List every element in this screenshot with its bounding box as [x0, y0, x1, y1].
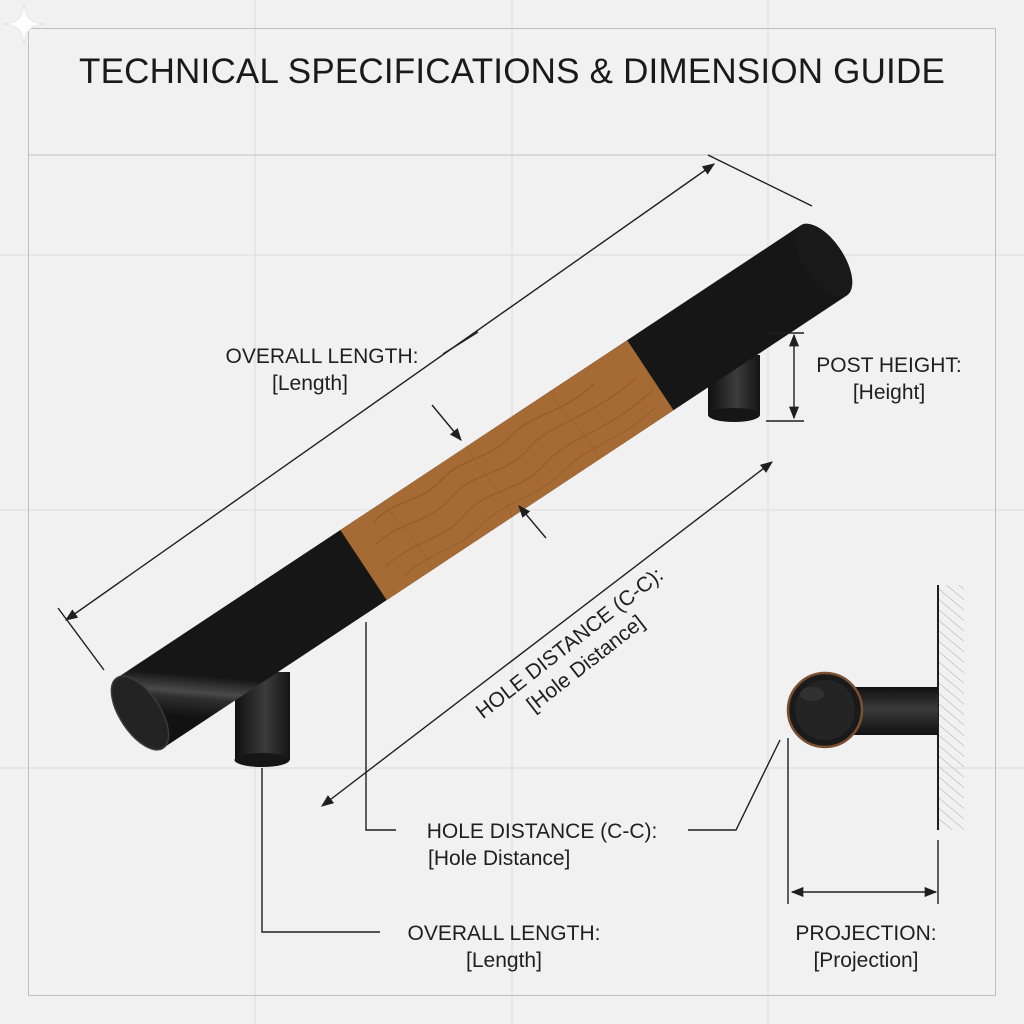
projection-value: [Projection] [813, 949, 919, 972]
page-title: TECHNICAL SPECIFICATIONS & DIMENSION GUI… [78, 52, 945, 91]
post-height-label: POST HEIGHT: [Height] [800, 352, 978, 406]
post-height-value: [Height] [852, 381, 926, 404]
overall-length-value: [Length] [272, 372, 348, 395]
overall-length-label-top: OVERALL LENGTH: [Length] [200, 343, 444, 397]
projection-name: PROJECTION: [795, 922, 937, 945]
dimension-lines [57, 154, 939, 933]
overall-length-bottom-value: [Length] [466, 949, 542, 972]
hole-distance-bottom-name: HOLE DISTANCE (C-C): [426, 820, 658, 843]
mounting-post-left [234, 672, 290, 767]
sparkle-icon [3, 3, 45, 45]
overall-length-extension-right [707, 154, 813, 207]
overall-length-name: OVERALL LENGTH: [225, 345, 419, 368]
hole-distance-label-bottom: HOLE DISTANCE (C-C): [Hole Distance] [402, 818, 682, 872]
overall-length-extension-left [57, 607, 105, 671]
overall-length-bottom-name: OVERALL LENGTH: [407, 922, 601, 945]
overall-length-dimension-top [64, 163, 716, 621]
projection-leader [688, 739, 781, 831]
projection-label: PROJECTION: [Projection] [778, 920, 954, 974]
overall-length-label-bottom: OVERALL LENGTH: [Length] [384, 920, 624, 974]
cabinet-handle-bar [110, 223, 853, 751]
hole-distance-bottom-value: [Hole Distance] [428, 847, 571, 870]
overall-length-leader-bottom [261, 768, 380, 933]
hole-distance-dimension-diagonal [320, 461, 774, 807]
grip-diameter-pointer-top [431, 404, 462, 441]
overall-length-leader [442, 331, 479, 355]
grip-diameter-pointer-bottom [518, 505, 547, 539]
hole-distance-leader [365, 622, 396, 831]
post-height-name: POST HEIGHT: [816, 354, 962, 377]
wall-hatching [938, 585, 964, 830]
side-profile-view [786, 585, 964, 830]
